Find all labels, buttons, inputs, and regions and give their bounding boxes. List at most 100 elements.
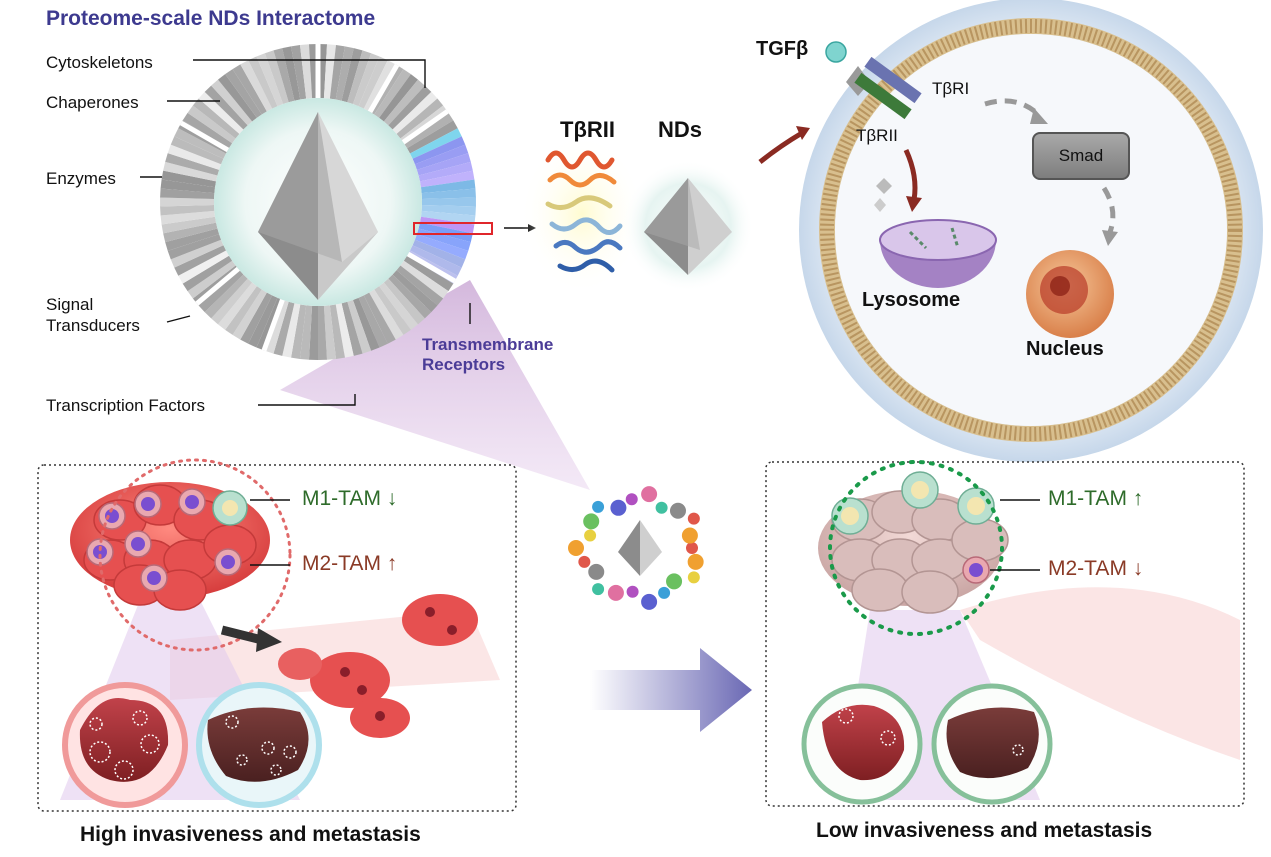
- octahedron-nanodiamond-icon: [618, 520, 662, 576]
- ring-segment: [182, 112, 233, 149]
- label-transducers: Transducers: [46, 316, 140, 335]
- ring-segment: [414, 234, 469, 260]
- ring-segment: [347, 50, 372, 105]
- right-tissue: [960, 587, 1240, 760]
- ring-segment: [421, 204, 476, 216]
- ring-segment: [352, 53, 380, 107]
- ring-segment: [421, 188, 476, 200]
- ring-segment: [264, 50, 289, 105]
- degradation-arrowhead: [906, 196, 922, 212]
- ring-gap: [401, 109, 449, 145]
- bound-protein: [592, 500, 605, 513]
- ring-segment: [392, 270, 438, 313]
- ring-segment: [211, 278, 253, 325]
- ring-segment: [167, 234, 222, 260]
- nd-fragment: [876, 178, 892, 194]
- treatment-arrow: [590, 648, 752, 732]
- macrophage-nucleus: [969, 563, 983, 577]
- ring-segment: [383, 79, 425, 126]
- ring-segment: [388, 85, 432, 130]
- ring-segment: [291, 304, 307, 359]
- bound-protein: [583, 513, 600, 530]
- ring-segment: [379, 74, 419, 122]
- label-tgfb: TGFβ: [756, 38, 809, 60]
- ring-segment: [225, 69, 262, 118]
- macrophage-nucleus: [185, 495, 199, 509]
- macrophage-nucleus: [141, 497, 155, 511]
- right-dotted-circle: [828, 460, 1004, 636]
- right-panel-frame: [765, 461, 1245, 807]
- ring-segment: [392, 91, 438, 134]
- bound-protein: [655, 501, 668, 514]
- ring-segment: [163, 161, 218, 182]
- m2-leader: [990, 499, 1040, 571]
- label-transmembrane: Transmembrane: [422, 335, 554, 354]
- ring-segment: [160, 204, 215, 216]
- left-m2-tam: M2-TAM ↑: [302, 553, 397, 574]
- dashed-arrowhead-2: [1102, 230, 1118, 246]
- ring-segment: [403, 112, 454, 149]
- liver-organ-icon: [62, 682, 188, 808]
- receptor-complex: [846, 56, 922, 120]
- macrophage-nucleus: [93, 545, 107, 559]
- ring-segment: [273, 48, 295, 103]
- tumor-cell: [851, 568, 909, 612]
- ring-segment: [161, 216, 217, 234]
- ring-segment: [396, 98, 444, 139]
- left-m1-tam: M1-TAM ↓: [302, 487, 397, 510]
- tumor-cell: [951, 518, 1009, 562]
- ring-segment: [379, 282, 419, 330]
- bound-protein: [588, 563, 605, 580]
- ring-segment: [363, 60, 396, 112]
- ring-segment: [291, 45, 307, 100]
- ring-segment: [412, 239, 466, 268]
- ring-segment: [329, 45, 345, 100]
- ring-segment: [248, 295, 278, 348]
- ring-segment: [341, 48, 363, 103]
- octahedron-nanodiamond-icon: [258, 112, 378, 300]
- ring-segment: [178, 250, 229, 284]
- ring-segment: [418, 161, 473, 182]
- liver-organ-icon: [196, 682, 322, 808]
- ring-segment: [352, 297, 380, 351]
- ring-segment: [299, 44, 313, 99]
- ring-segment: [412, 136, 466, 165]
- bound-protein: [626, 585, 639, 598]
- ring-segment: [369, 289, 404, 340]
- right-m2-arrow: ↓: [1132, 557, 1144, 580]
- ring-segment: [421, 197, 476, 207]
- ring-segment: [323, 44, 337, 99]
- ring-segment: [419, 170, 475, 188]
- ring-segment: [160, 210, 216, 225]
- selection-box: [413, 222, 493, 235]
- leader-lines: [140, 59, 471, 406]
- ring-segment: [198, 91, 244, 134]
- ring-segment: [403, 255, 454, 292]
- ring-segment: [182, 255, 233, 292]
- cell-membrane-texture: [820, 19, 1242, 441]
- ring-segment: [204, 274, 248, 319]
- bound-protein: [568, 540, 584, 556]
- label-receptors: Receptors: [422, 355, 506, 374]
- label-nds: NDs: [658, 117, 703, 142]
- ring-segment: [409, 128, 462, 159]
- ring-segment: [308, 305, 318, 360]
- ring-segment: [198, 270, 244, 313]
- ring-segment: [409, 245, 462, 276]
- ring-segment: [192, 98, 240, 139]
- ring-segment: [256, 53, 284, 107]
- ring-segment: [174, 245, 227, 276]
- left-panel-frame: [37, 464, 517, 812]
- figure-title: Proteome-scale NDs Interactome: [46, 7, 376, 30]
- right-m2-label: M2-TAM: [1048, 557, 1127, 580]
- macrophage-nucleus: [841, 507, 859, 525]
- left-m1-label: M1-TAM: [302, 487, 381, 510]
- bound-protein: [669, 502, 686, 519]
- macrophage-nucleus: [147, 571, 161, 585]
- ring-segment: [414, 144, 469, 170]
- ring-segment: [358, 295, 388, 348]
- ring-segment: [420, 179, 476, 194]
- ring-segment: [160, 188, 215, 200]
- bound-protein: [658, 586, 671, 599]
